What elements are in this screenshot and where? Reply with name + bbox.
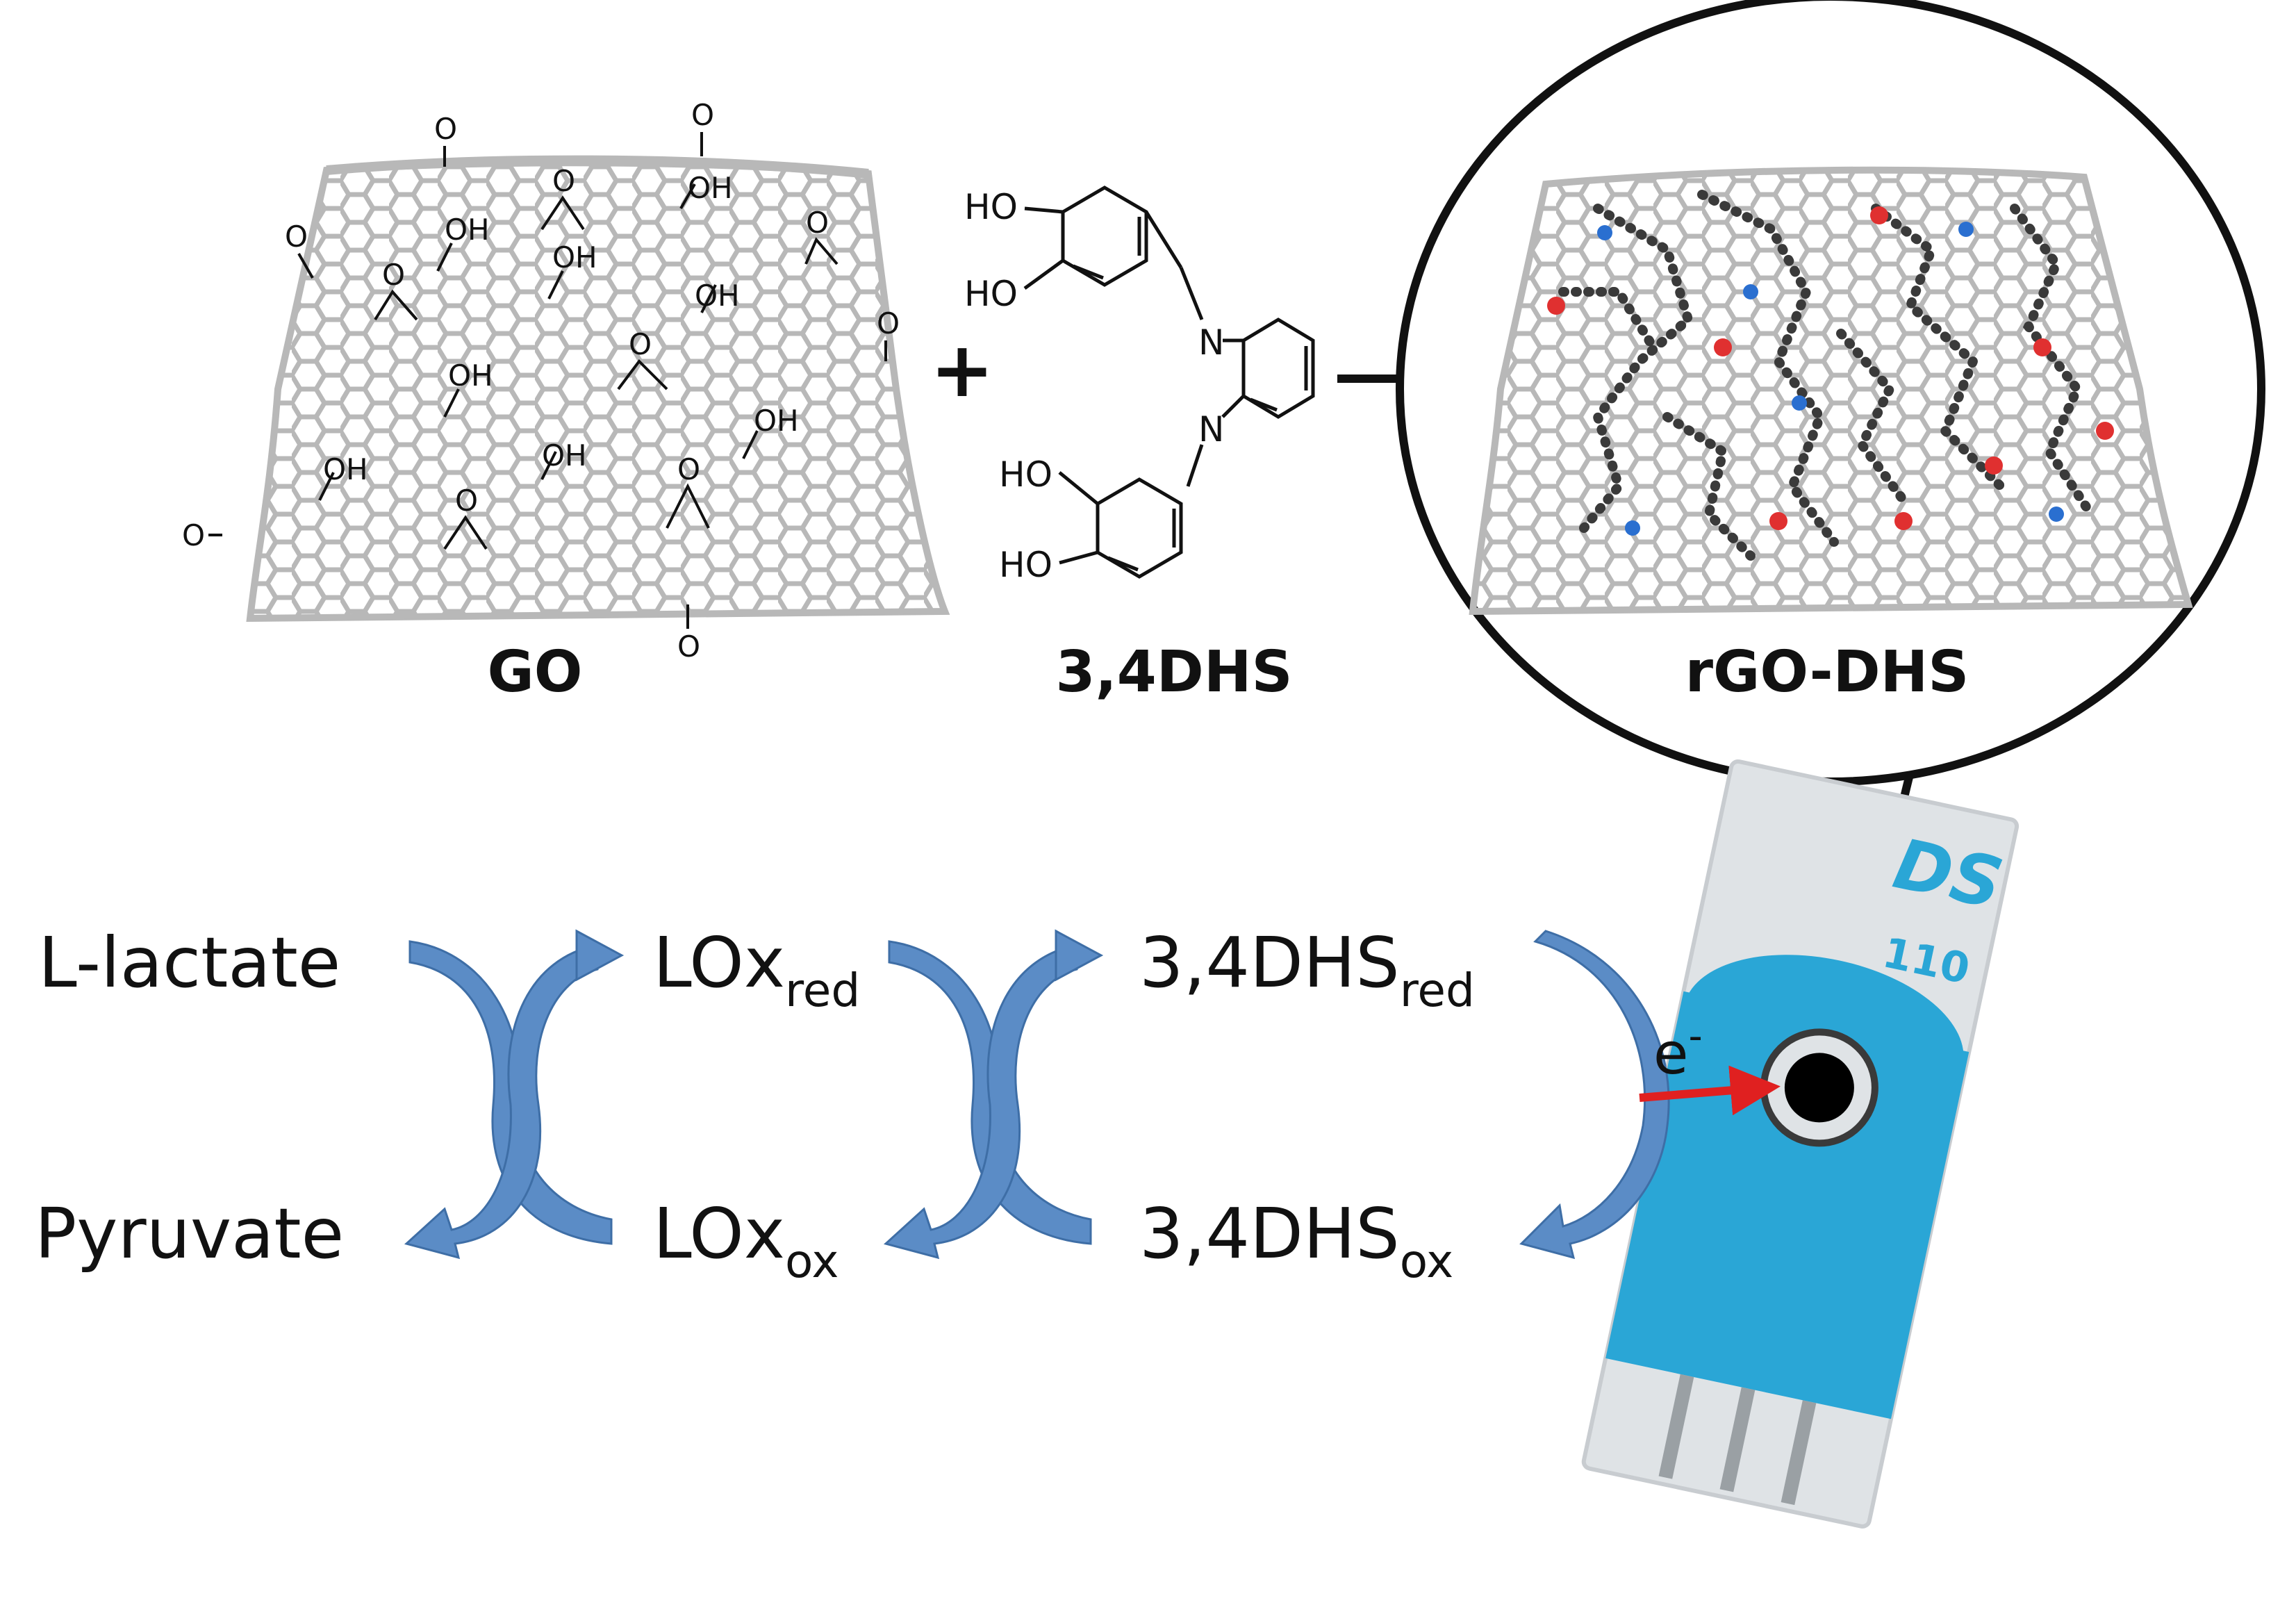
electron-label: e-	[1653, 1014, 1703, 1087]
cycle-arrow-2b-head	[1055, 929, 1104, 982]
go-oxygen-label: O	[455, 484, 478, 518]
l-lactate-label: L-lactate	[38, 922, 340, 1003]
cycle-arrow-1b-head	[575, 929, 625, 982]
rgo-oxygen-atoms	[1547, 206, 2114, 530]
dhs-hydroxyl-label: HO	[964, 187, 1018, 227]
dhs-nitrogen-label: N	[1198, 409, 1224, 450]
pyruvate-label: Pyruvate	[35, 1193, 344, 1274]
dhs-ox-label: 3,4DHSox	[1139, 1193, 1453, 1288]
go-hydroxyl-label: OH	[552, 240, 597, 274]
go-oxygen-label: O	[182, 518, 205, 552]
dhs-hydroxyl-label: HO	[999, 545, 1052, 585]
go-oxygen-label: O	[677, 629, 700, 664]
go-oxygen-label: O	[877, 306, 900, 340]
plus-sign: +	[930, 325, 994, 414]
rgo-nitrogen-atoms	[1597, 222, 2064, 536]
go-functional-groups	[208, 132, 887, 629]
rgo-dhs-label: rGO-DHS	[1685, 639, 1969, 705]
dhs-label: 3,4DHS	[1055, 639, 1292, 705]
lox-ox-label: LOxox	[653, 1193, 839, 1288]
strip-contacts	[1658, 1374, 1817, 1506]
go-oxygen-label: O	[806, 206, 829, 240]
dhs-red-label: 3,4DHSred	[1139, 922, 1475, 1017]
cycle-arrows	[404, 929, 1670, 1260]
electron-transfer-arrow	[1639, 1065, 1781, 1116]
go-hydroxyl-label: OH	[542, 438, 587, 472]
go-oxygen-label: O	[629, 327, 652, 361]
go-oxygen-label: O	[434, 112, 457, 146]
go-graphene-sheet: O O O O O O O O O O O O OH OH OH OH OH O…	[182, 98, 950, 664]
go-oxygen-label: O	[691, 98, 714, 132]
go-hydroxyl-label: OH	[448, 359, 493, 393]
go-hydroxyl-label: OH	[688, 171, 733, 205]
rgo-dhs-sheet	[1469, 166, 2193, 616]
cycle-arrow-3	[1519, 930, 1670, 1260]
dhs-hydroxyl-label: HO	[964, 274, 1018, 314]
go-oxygen-label: O	[552, 164, 575, 198]
go-hydroxyl-label: OH	[323, 452, 368, 486]
working-electrode	[1784, 1053, 1854, 1123]
dhs-hydroxyl-label: HO	[999, 454, 1052, 495]
go-oxygen-label: O	[285, 220, 308, 254]
go-hydroxyl-label: OH	[445, 213, 490, 247]
go-hydroxyl-label: OH	[754, 404, 799, 438]
dhs-molecule-structure	[1023, 186, 1315, 579]
go-oxygen-label: O	[382, 258, 405, 292]
go-label: GO	[487, 639, 582, 705]
go-hydroxyl-label: OH	[695, 279, 740, 313]
dhs-nitrogen-label: N	[1198, 322, 1224, 363]
go-oxygen-label: O	[677, 452, 700, 486]
rgo-bound-molecules	[1558, 190, 2096, 561]
sensor-strip: DS 110	[1581, 759, 2020, 1529]
lox-red-label: LOxred	[653, 922, 860, 1017]
